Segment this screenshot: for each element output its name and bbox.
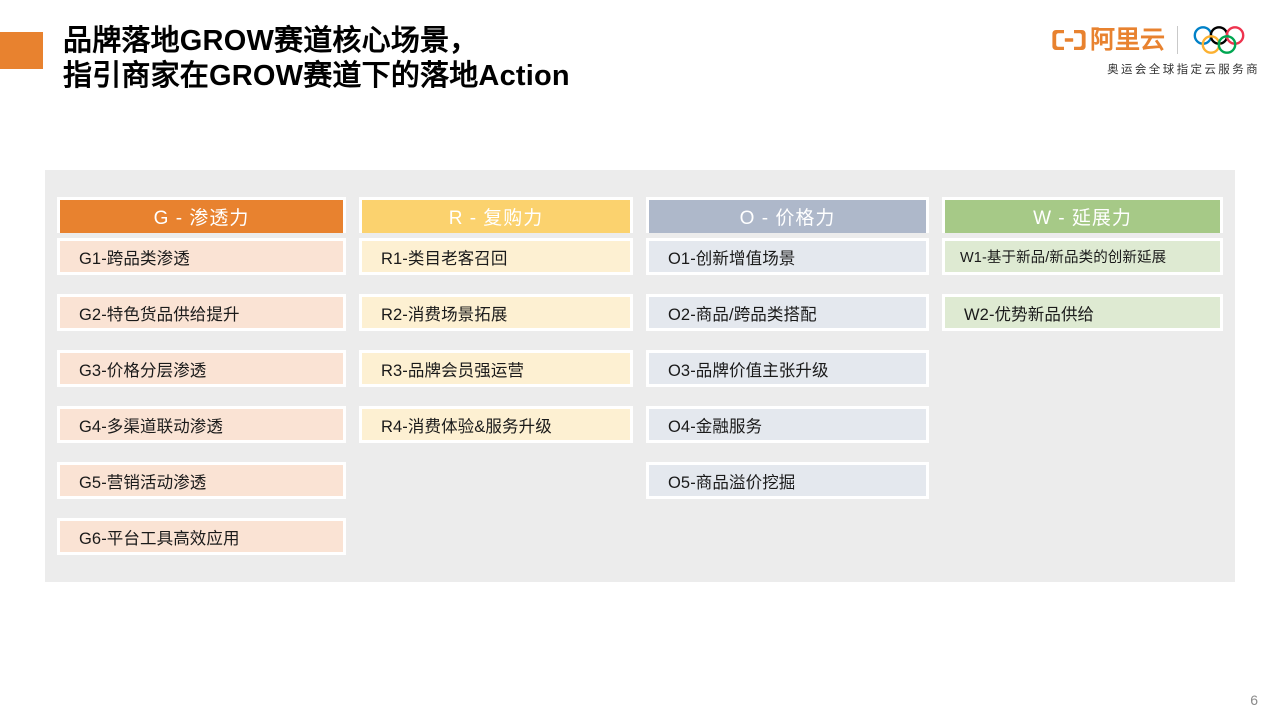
matrix-item-o1[interactable]: O1-创新增值场景 xyxy=(646,238,929,275)
matrix-item-g5[interactable]: G5-营销活动渗透 xyxy=(57,462,346,499)
matrix-item-g1[interactable]: G1-跨品类渗透 xyxy=(57,238,346,275)
logo-tagline: 奥运会全球指定云服务商 xyxy=(1107,64,1260,76)
page-number: 6 xyxy=(1250,692,1258,708)
grow-column-o: O - 价格力 O1-创新增值场景 O2-商品/跨品类搭配 O3-品牌价值主张升级 O4… xyxy=(646,197,929,574)
page-title: 品牌落地GROW赛道核心场景， 指引商家在GROW赛道下的落地Action xyxy=(63,24,823,94)
matrix-item-r1[interactable]: R1-类目老客召回 xyxy=(359,238,633,275)
matrix-item-r4[interactable]: R4-消费体验&服务升级 xyxy=(359,406,633,443)
matrix-item-r3[interactable]: R3-品牌会员强运营 xyxy=(359,350,633,387)
grow-column-g: G - 渗透力 G1-跨品类渗透 G2-特色货品供给提升 G3-价格分层渗透 G4-多渠… xyxy=(57,197,346,574)
grow-columns: G - 渗透力 G1-跨品类渗透 G2-特色货品供给提升 G3-价格分层渗透 G4-多渠… xyxy=(57,197,1223,574)
brand-logo-area: 阿里云 奥运会全球指定云服务商 xyxy=(1012,22,1262,77)
page-title-line-2: 指引商家在GROW赛道下的落地Action xyxy=(63,60,570,92)
matrix-item-g3[interactable]: G3-价格分层渗透 xyxy=(57,350,346,387)
grow-matrix-panel: G - 渗透力 G1-跨品类渗透 G2-特色货品供给提升 G3-价格分层渗透 G4-多渠… xyxy=(45,170,1235,582)
column-header-o[interactable]: O - 价格力 xyxy=(646,197,929,233)
matrix-item-o3[interactable]: O3-品牌价值主张升级 xyxy=(646,350,929,387)
brand-logo-row: 阿里云 xyxy=(1012,22,1262,58)
matrix-item-r2[interactable]: R2-消费场景拓展 xyxy=(359,294,633,331)
olympic-rings-icon xyxy=(1190,25,1262,55)
column-header-r[interactable]: R - 复购力 xyxy=(359,197,633,233)
matrix-item-g2[interactable]: G2-特色货品供给提升 xyxy=(57,294,346,331)
grow-column-r: R - 复购力 R1-类目老客召回 R2-消费场景拓展 R3-品牌会员强运营 R4-消费… xyxy=(359,197,633,574)
alibaba-cloud-logo: 阿里云 xyxy=(1052,25,1165,54)
page-title-line-1: 品牌落地GROW赛道核心场景， xyxy=(63,25,479,57)
title-accent-bar xyxy=(0,32,43,69)
matrix-item-g4[interactable]: G4-多渠道联动渗透 xyxy=(57,406,346,443)
logo-divider xyxy=(1177,26,1178,54)
matrix-item-w1[interactable]: W1-基于新品/新品类的创新延展 xyxy=(942,238,1223,275)
column-header-w[interactable]: W - 延展力 xyxy=(942,197,1223,233)
alibaba-cloud-wordmark: 阿里云 xyxy=(1089,25,1165,54)
column-header-g[interactable]: G - 渗透力 xyxy=(57,197,346,233)
matrix-item-o4[interactable]: O4-金融服务 xyxy=(646,406,929,443)
matrix-item-w2[interactable]: W2-优势新品供给 xyxy=(942,294,1223,331)
grow-column-w: W - 延展力 W1-基于新品/新品类的创新延展 W2-优势新品供给 xyxy=(942,197,1223,574)
alibaba-cloud-mark-icon xyxy=(1052,29,1086,51)
matrix-item-g6[interactable]: G6-平台工具高效应用 xyxy=(57,518,346,555)
matrix-item-o2[interactable]: O2-商品/跨品类搭配 xyxy=(646,294,929,331)
matrix-item-o5[interactable]: O5-商品溢价挖掘 xyxy=(646,462,929,499)
